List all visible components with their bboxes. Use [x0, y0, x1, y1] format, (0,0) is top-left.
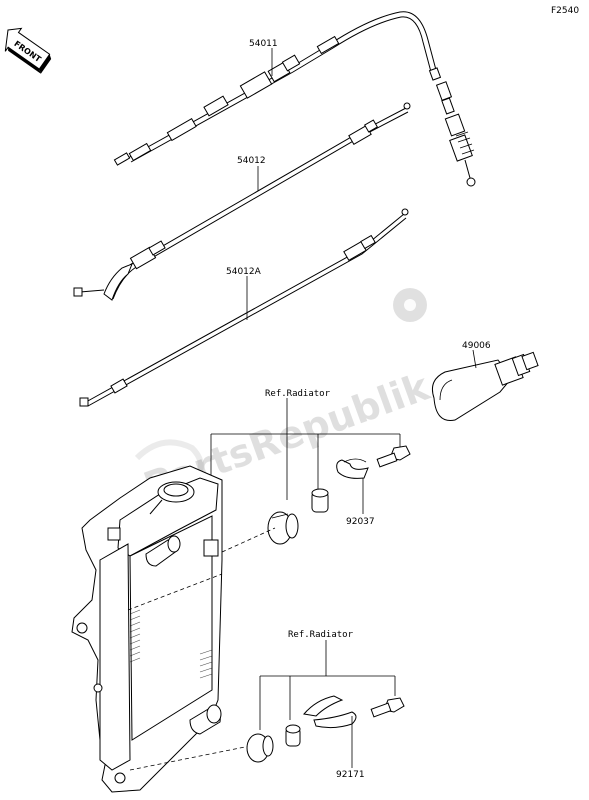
callout-54011: 54011 — [249, 39, 278, 49]
callout-54012: 54012 — [237, 156, 266, 166]
clip-92171 — [303, 695, 357, 729]
gear-icon — [393, 288, 427, 322]
figure-code: F2540 — [551, 6, 579, 16]
front-arrow-icon: FRONT — [4, 27, 52, 74]
callout-54012a: 54012A — [226, 267, 262, 277]
cable-54011: 54011 — [113, 11, 476, 187]
bolt-upper — [376, 445, 411, 468]
ref-radiator-lower-label: Ref.Radiator — [288, 630, 354, 640]
callout-92171: 92171 — [336, 770, 365, 780]
callout-49006: 49006 — [462, 341, 491, 351]
clip-92037 — [336, 458, 369, 479]
ref-radiator-lower: Ref.Radiator 92171 — [246, 630, 405, 780]
cable-54012: 54012 — [73, 102, 411, 301]
cable-54012a: 54012A — [79, 208, 409, 407]
collar-upper — [311, 488, 329, 513]
radiator — [71, 465, 276, 793]
plug-49006: 49006 — [431, 341, 539, 422]
grommet-upper — [267, 511, 299, 545]
callout-92037: 92037 — [346, 517, 375, 527]
collar-lower — [285, 724, 301, 747]
ref-radiator-upper: Ref.Radiator 92037 — [210, 389, 411, 545]
grommet-lower — [246, 733, 274, 763]
bolt-lower — [370, 697, 405, 718]
ref-radiator-upper-label: Ref.Radiator — [265, 389, 331, 399]
